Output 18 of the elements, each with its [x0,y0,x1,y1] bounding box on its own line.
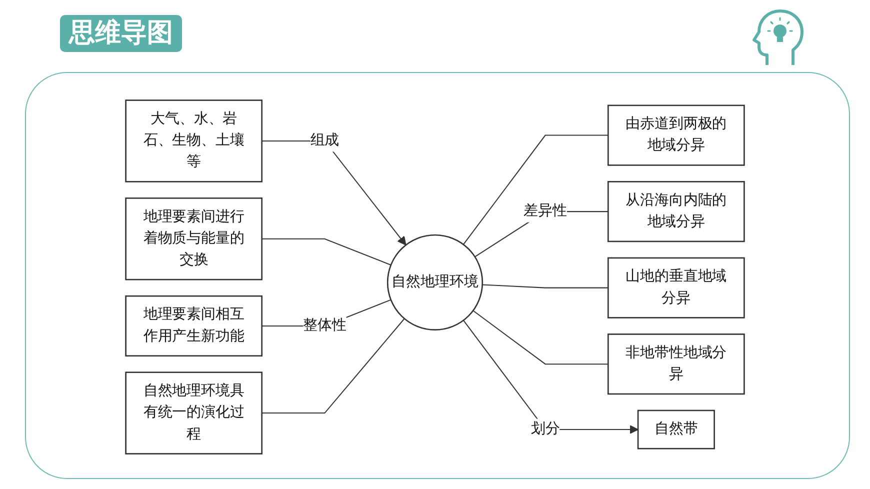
connector-line [482,284,608,288]
edge-label: 差异性 [524,200,567,222]
text-box: 山地的垂直地域分异 [607,257,745,318]
text-box: 非地带性地域分异 [607,334,745,395]
connector-line [262,318,405,414]
connector-line [463,134,608,245]
text-box: 由赤道到两极的地域分异 [607,104,745,166]
text-box: 自然带 [637,410,715,450]
edge-label: 组成 [310,130,340,152]
diagram-title: 思维导图 [60,15,182,52]
text-box: 自然地理环境具有统一的演化过程 [125,372,263,454]
circle-node: 自然地理环境 [386,234,484,330]
text-box: 地理要素间进行着物质与能量的交换 [125,197,263,280]
text-box: 从沿海向内陆的地域分异 [607,181,745,242]
connector-line [262,238,392,266]
connector-line [472,310,608,365]
text-box: 地理要素间相互作用产生新功能 [125,295,263,357]
text-box: 大气、水、岩石、生物、土壤等 [125,100,263,182]
